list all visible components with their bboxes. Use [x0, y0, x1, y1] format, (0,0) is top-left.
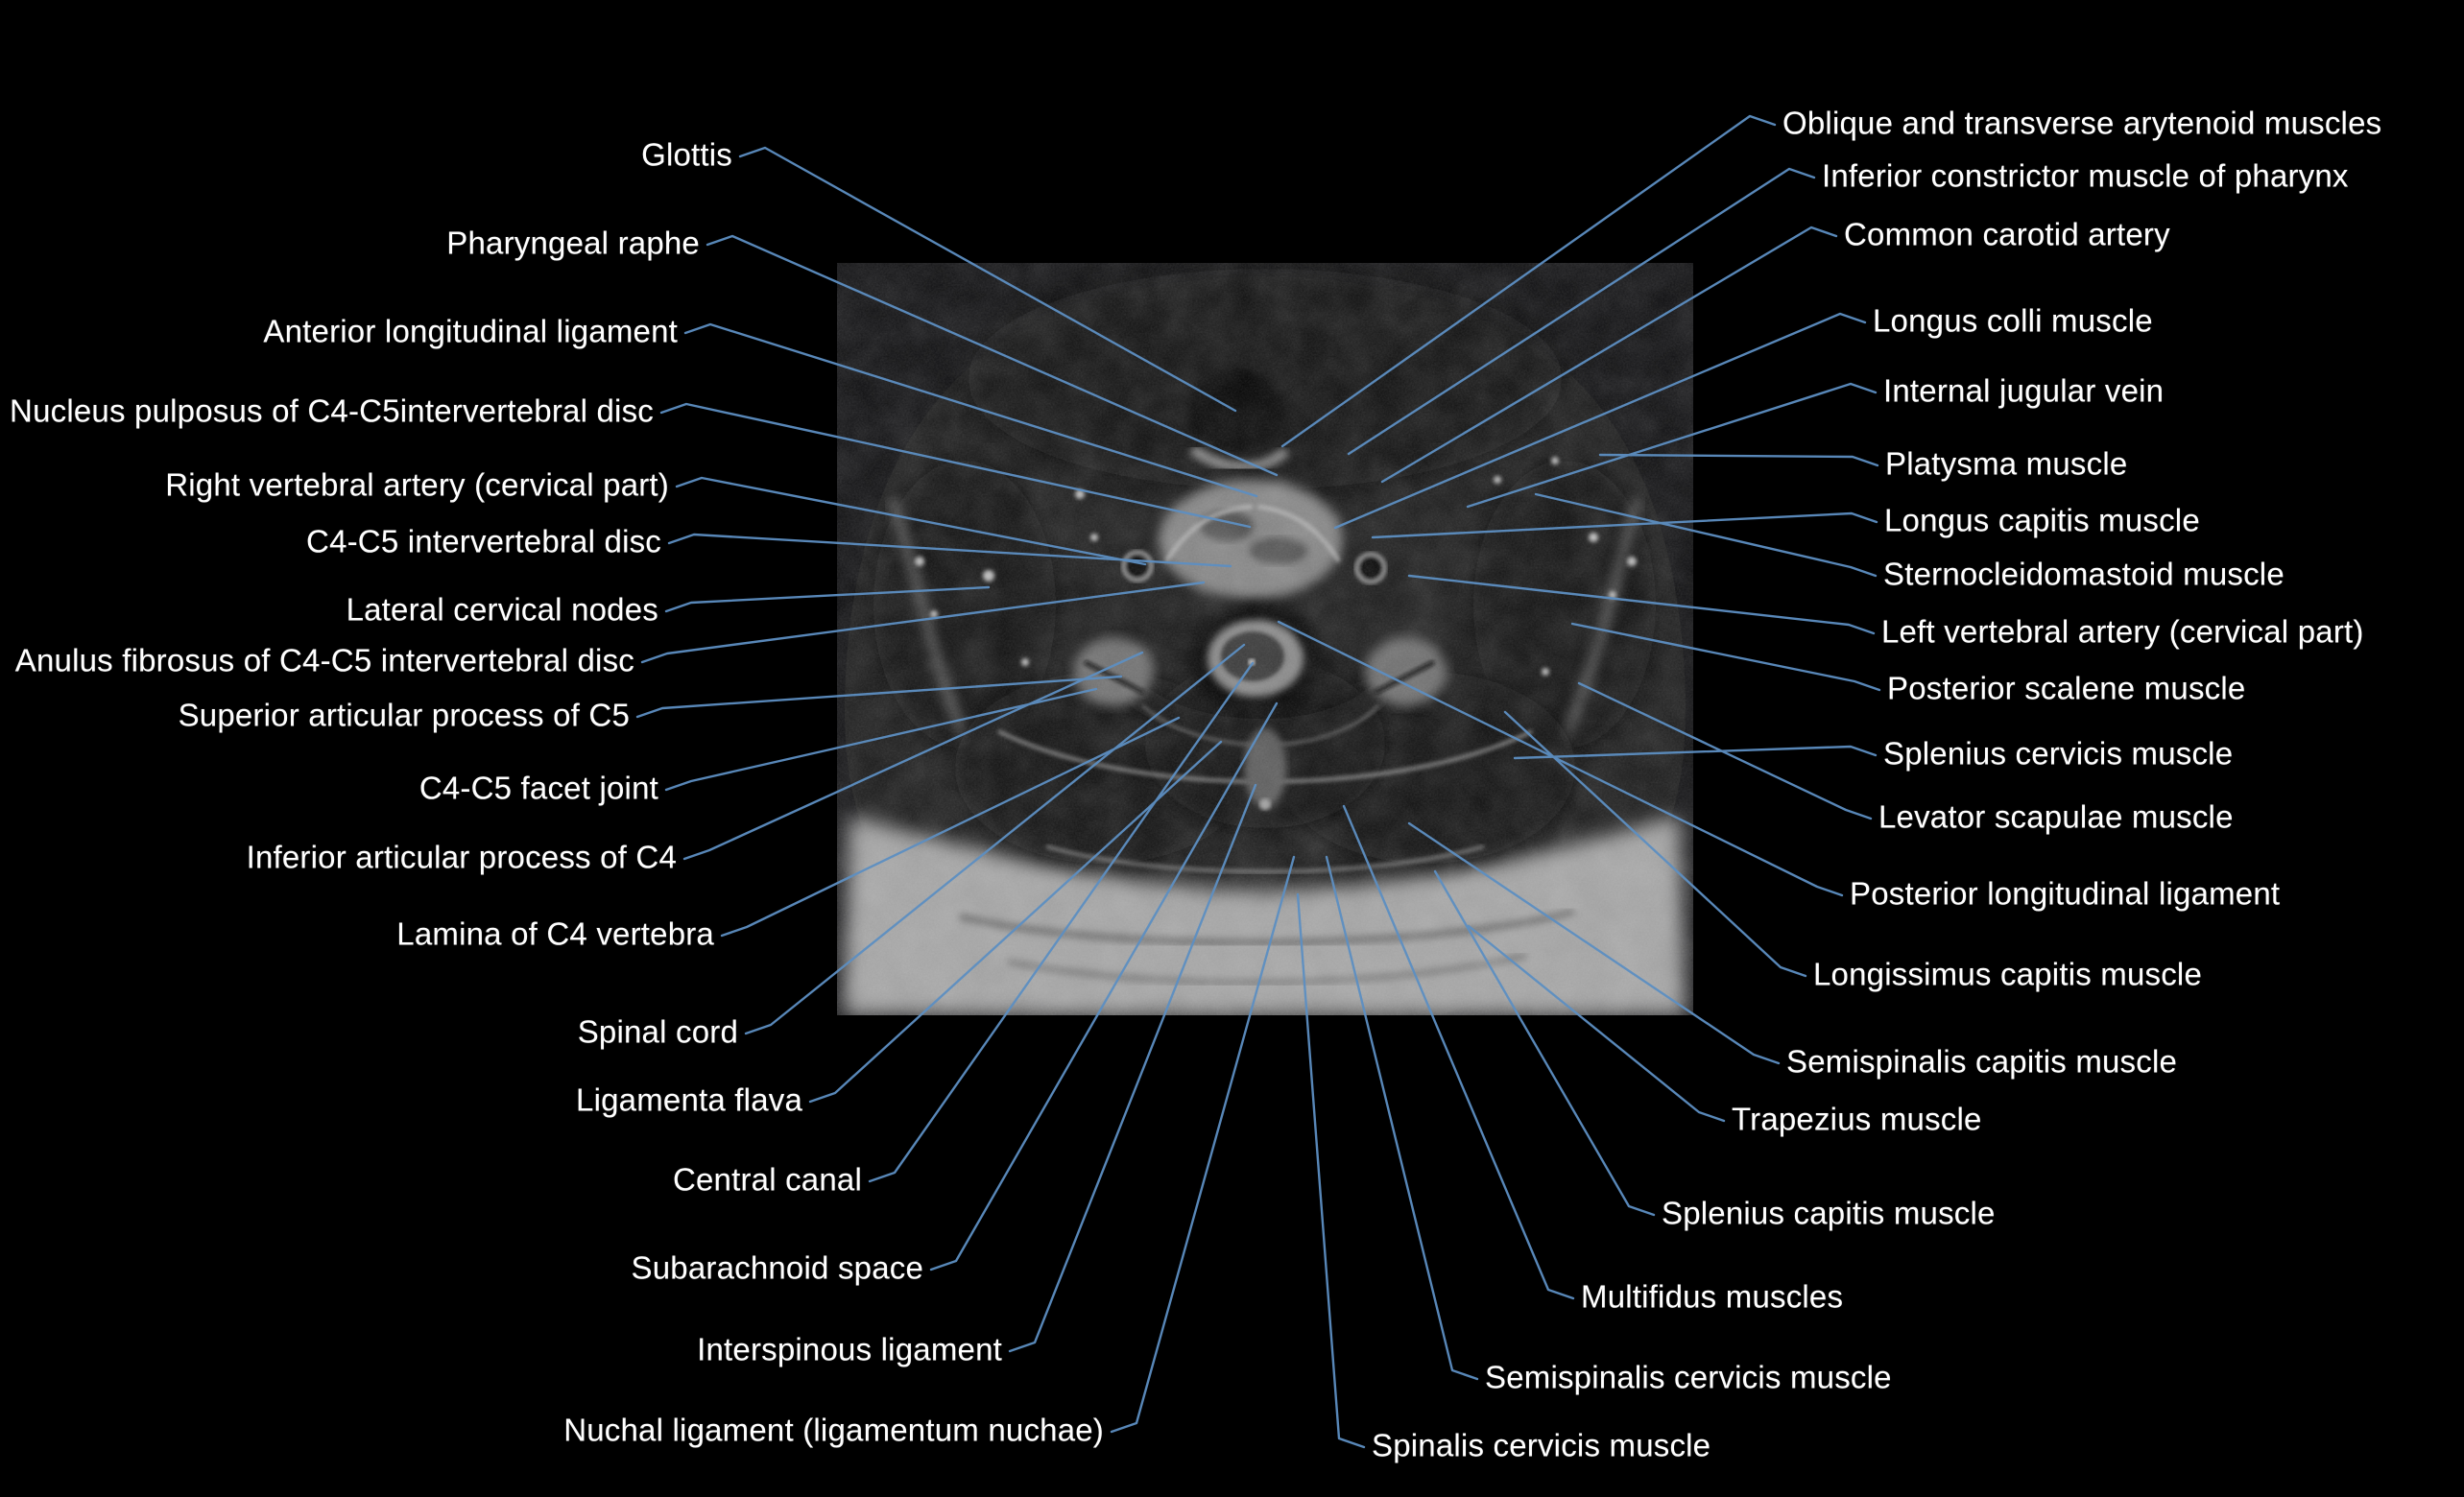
- leader-line: [659, 402, 1252, 529]
- leader-line: [1325, 855, 1479, 1381]
- leader-line: [868, 661, 1255, 1183]
- leader-line: [720, 716, 1181, 938]
- leader-line: [640, 581, 1206, 664]
- leader-line: [682, 651, 1144, 861]
- leader-line: [744, 643, 1246, 1035]
- leader-line: [664, 585, 991, 613]
- leader-line: [664, 687, 1098, 792]
- leader-line: [667, 533, 1232, 568]
- leader-line: [1347, 167, 1816, 456]
- leader-line: [1296, 892, 1366, 1449]
- leader-line: [1433, 869, 1656, 1217]
- leader-line: [1577, 681, 1873, 820]
- leader-line: [706, 234, 1279, 477]
- leader-line: [1503, 710, 1807, 978]
- leader-line: [1407, 574, 1876, 635]
- leader-line: [1280, 114, 1777, 448]
- leader-line: [1570, 622, 1881, 692]
- leader-line: [1467, 924, 1726, 1123]
- leader-line: [1598, 453, 1879, 467]
- leader-line: [635, 675, 1123, 719]
- leader-line: [1342, 804, 1575, 1300]
- leader-line: [675, 476, 1147, 566]
- leader-line: [683, 322, 1258, 498]
- leader-line: [808, 740, 1223, 1104]
- leader-line: [1371, 511, 1878, 539]
- leader-line: [1407, 821, 1781, 1065]
- leader-line: [1513, 745, 1878, 760]
- leader-lines: [635, 114, 1881, 1449]
- leader-line: [1333, 312, 1867, 530]
- leader-line: [1277, 620, 1844, 897]
- leader-line: [1466, 382, 1878, 509]
- leader-line: [1110, 855, 1296, 1434]
- leader-line: [1534, 492, 1878, 578]
- leader-line: [738, 146, 1237, 413]
- mri-axial-image: [837, 263, 1693, 1015]
- leader-line: [929, 701, 1279, 1271]
- leader-line: [1008, 783, 1257, 1353]
- leader-line: [1380, 226, 1838, 484]
